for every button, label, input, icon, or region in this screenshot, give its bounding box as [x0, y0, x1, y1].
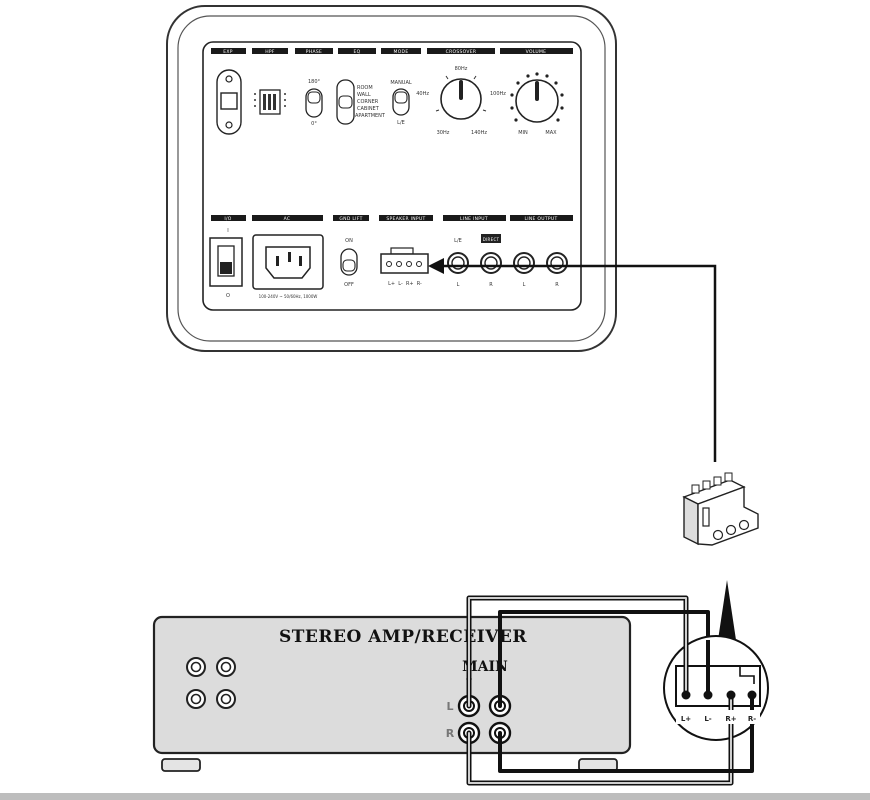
volume-knob: MIN MAX	[510, 72, 564, 136]
bottom-border	[0, 793, 870, 800]
header-mode: MODE	[394, 49, 409, 55]
header-hpf: HPF	[265, 49, 275, 55]
crossover-140hz-label: 140Hz	[471, 130, 487, 136]
line-input-direct-badge: DIRECT	[483, 237, 500, 242]
gnd-lift-switch: ON OFF	[340, 238, 358, 288]
line-input-left-label: L	[457, 282, 460, 288]
header-speaker-input: SPEAKER INPUT	[386, 216, 425, 222]
gnd-on-label: ON	[345, 238, 353, 244]
mode-le-label: L/E	[397, 120, 405, 126]
power-off-symbol: O	[226, 293, 230, 299]
volume-max-label: MAX	[545, 130, 557, 136]
ac-spec-label: 100-240V ~ 50/60Hz, 1000W	[259, 294, 318, 299]
amp-main-label: MAIN	[462, 659, 508, 675]
amp-body	[152, 615, 632, 755]
line-input-mode-label: L/E	[454, 238, 462, 244]
volume-min-label: MIN	[518, 130, 528, 136]
eq-option-wall: WALL	[357, 92, 371, 98]
gnd-off-label: OFF	[344, 282, 354, 288]
header-line-output: LINE OUTPUT	[524, 216, 557, 222]
eq-option-cabinet: CABINET	[357, 106, 380, 112]
header-phase: PHASE	[306, 49, 322, 55]
amp-row-r-label: R	[446, 727, 455, 740]
header-line-input: LINE INPUT	[460, 216, 488, 222]
eq-switch: ROOM WALL CORNER CABINET APARTMENT	[336, 79, 386, 125]
top-header-row: EXP HPF PHASE EQ MODE CROSSOVER VOLUME	[211, 48, 573, 55]
ac-inlet: 100-240V ~ 50/60Hz, 1000W	[252, 234, 324, 299]
zoom-terminal-lplus: L+	[681, 715, 691, 723]
amp-row-l-label: L	[446, 700, 453, 713]
connector-zoom-callout: L+ L- R+ R-	[663, 580, 769, 741]
amp-title: STEREO AMP/RECEIVER	[279, 627, 527, 647]
header-exp: EXP	[223, 49, 233, 55]
mode-switch: MANUAL L/E	[390, 80, 412, 126]
bottom-header-row: I/O AC GND LIFT SPEAKER INPUT LINE INPUT…	[211, 215, 573, 222]
crossover-30hz-label: 30Hz	[437, 130, 450, 136]
subwoofer-rear-panel: EXP HPF PHASE EQ MODE CROSSOVER VOLUME 1	[166, 5, 617, 352]
speaker-input-terminal: L+ L- R+ R-	[380, 247, 429, 287]
amp-foot-left	[161, 758, 201, 772]
line-input-right-label: R	[489, 282, 493, 288]
zoom-terminal-lminus: L-	[704, 715, 711, 723]
header-ac: AC	[284, 216, 291, 222]
speaker-terminal-labels: L+ L- R+ R-	[388, 281, 422, 287]
mode-manual-label: MANUAL	[390, 80, 412, 86]
header-io: I/O	[224, 216, 231, 222]
stereo-amplifier: STEREO AMP/RECEIVER MAIN + - L R	[152, 615, 632, 772]
eq-option-apartment: APARTMENT	[355, 113, 386, 119]
crossover-80hz-label: 80Hz	[455, 66, 468, 72]
phase-0-label: 0°	[311, 121, 317, 127]
header-volume: VOLUME	[526, 49, 547, 55]
header-gnd-lift: GND LIFT	[339, 216, 362, 222]
zoom-terminal-rplus: R+	[725, 715, 736, 723]
exp-port	[216, 69, 242, 135]
header-eq: EQ	[354, 49, 361, 55]
phase-switch: 180° 0°	[305, 79, 323, 127]
amp-aux-jacks	[186, 657, 236, 709]
speaker-plug-connector	[682, 472, 759, 546]
hpf-dip-switch	[254, 89, 286, 115]
eq-option-corner: CORNER	[357, 99, 379, 105]
power-switch: I O	[209, 228, 243, 299]
line-output-left-label: L	[523, 282, 526, 288]
crossover-knob: 80Hz 40Hz 100Hz 30Hz 140Hz	[416, 66, 506, 136]
power-on-symbol: I	[227, 228, 228, 234]
header-crossover: CROSSOVER	[446, 49, 477, 55]
line-output-right-label: R	[555, 282, 559, 288]
zoom-pointer	[718, 580, 736, 640]
eq-option-room: ROOM	[357, 85, 373, 91]
phase-180-label: 180°	[308, 79, 321, 85]
speaker-cable-to-subwoofer	[428, 258, 717, 462]
crossover-40hz-label: 40Hz	[416, 91, 429, 97]
zoom-terminal-rminus: R-	[748, 715, 756, 723]
crossover-100hz-label: 100Hz	[490, 91, 506, 97]
